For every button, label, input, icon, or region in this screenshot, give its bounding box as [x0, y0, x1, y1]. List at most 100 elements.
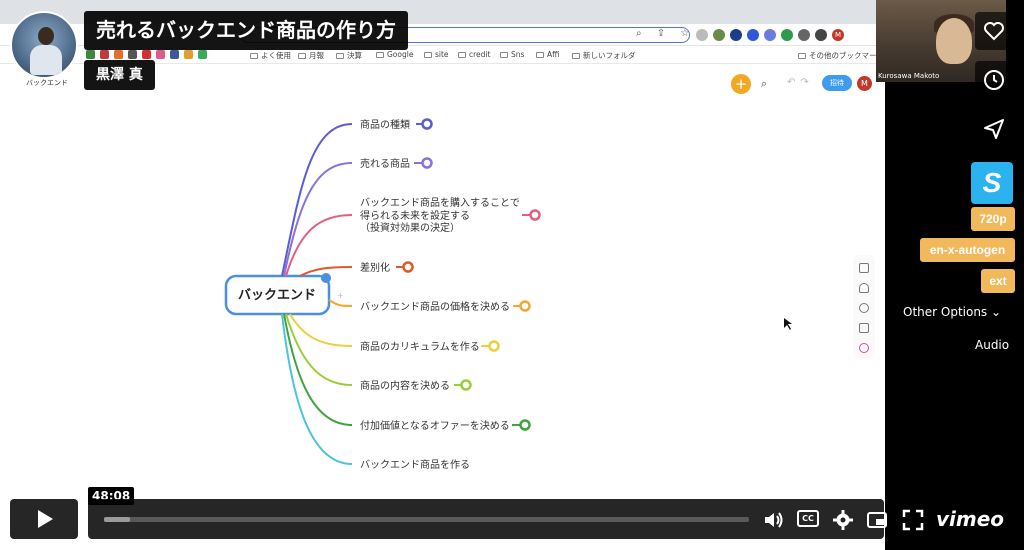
- branch-line: [289, 313, 353, 347]
- bookmark-folder: Affi: [536, 50, 559, 59]
- bookmark-folder: credit: [458, 50, 490, 59]
- extension-icon: [781, 29, 793, 41]
- root-node-label: バックエンド: [238, 288, 316, 303]
- bookmark-folder: Sns: [500, 50, 524, 59]
- user-avatar: M: [857, 76, 872, 91]
- bookmark-icon: [114, 50, 123, 59]
- branch-node-label: 得られる未来を設定する: [360, 209, 470, 222]
- branch-line: [283, 313, 353, 426]
- other-options-toggle[interactable]: Other Options ⌄: [903, 305, 1001, 319]
- theme-icon: [859, 343, 869, 353]
- bookmark-icon: [156, 50, 165, 59]
- ext-chip[interactable]: ext: [981, 269, 1015, 293]
- picture-in-picture-icon[interactable]: [866, 509, 888, 531]
- presenter-avatar: [10, 11, 78, 79]
- branch-line: [281, 313, 353, 465]
- layout-icon: [859, 263, 869, 273]
- bookmark-icon: [86, 50, 95, 59]
- chevron-down-icon: ⌄: [991, 305, 1002, 319]
- extension-icon: [747, 29, 759, 41]
- video-author[interactable]: 黒澤 真: [84, 60, 155, 90]
- audio-option[interactable]: Audio: [975, 338, 1010, 352]
- expand-dot: [488, 340, 500, 352]
- bookmark-folder: よく使用: [250, 50, 291, 61]
- s-extension-button[interactable]: S: [971, 162, 1013, 204]
- bookmark-folder: 月報: [298, 50, 324, 61]
- add-node-button: +: [731, 74, 751, 94]
- extension-icon: [696, 29, 708, 41]
- extension-icon: [815, 29, 827, 41]
- bookmarks-bar: よく使用 月報 決算 Google site credit Sns Affi 新…: [0, 46, 885, 64]
- branch-node-label: 付加価値となるオファーを決める: [360, 419, 510, 432]
- bookmark-icon: [184, 50, 193, 59]
- avatar-head: [38, 27, 54, 45]
- heart-icon: [984, 22, 1004, 41]
- share-button[interactable]: [975, 110, 1013, 148]
- send-icon: [984, 119, 1004, 139]
- like-button[interactable]: [975, 12, 1013, 50]
- progress-area: CC: [88, 499, 887, 539]
- progress-bar[interactable]: [104, 517, 749, 522]
- player-controls: CC vimeo: [0, 499, 1024, 539]
- branch-line: [328, 299, 353, 307]
- collapse-handle: [321, 273, 331, 283]
- emoji-icon: [859, 303, 869, 313]
- search-icon: ⌕: [761, 77, 768, 90]
- root-node-box: [224, 274, 331, 316]
- gear-icon[interactable]: [832, 509, 854, 531]
- expand-dot: [529, 209, 541, 221]
- branch-line: [285, 214, 353, 277]
- expand-dot: [421, 157, 433, 169]
- extension-icon: [798, 29, 810, 41]
- branch-node-label: 商品のカリキュラムを作る: [360, 340, 480, 353]
- bookmark-icon: [128, 50, 137, 59]
- watch-later-button[interactable]: [975, 61, 1013, 99]
- browser-profile-avatar: M: [832, 29, 844, 41]
- extension-icons: M: [696, 29, 844, 41]
- bookmark-folder: site: [424, 50, 449, 59]
- captions-chip[interactable]: en-x-autogen: [920, 238, 1015, 262]
- webcam-label: Kurosawa Makoto: [878, 72, 940, 80]
- branch-line: [283, 162, 353, 277]
- bookmark-icon: [100, 50, 109, 59]
- closed-captions-button[interactable]: CC: [797, 510, 819, 527]
- branch-node-label: バックエンド商品の価格を決める: [360, 300, 510, 313]
- omnibox-icons: ⌕ ⇪ ☆: [636, 28, 696, 39]
- invite-button: 招待: [822, 75, 852, 91]
- branch-node-label: 商品の種類: [360, 118, 410, 131]
- branch-node-label: 商品の内容を決める: [360, 379, 450, 392]
- mindmap-canvas: バックエンド + 商品の種類 売れる商品 バックエンド商品を購入することで 得ら…: [224, 118, 792, 471]
- branch-node-label: バックエンド商品を購入することで: [360, 196, 520, 209]
- play-icon: [38, 510, 53, 528]
- branch-node-label: （投資対効果の決定）: [360, 221, 460, 234]
- branch-line: [285, 313, 353, 386]
- fullscreen-icon[interactable]: [902, 509, 924, 531]
- extension-icon: [713, 29, 725, 41]
- avatar-body: [30, 45, 62, 75]
- play-button[interactable]: [10, 499, 78, 539]
- branch-line: [281, 123, 353, 277]
- mindmap-side-tools: [853, 255, 875, 359]
- webcam-face: [936, 18, 972, 64]
- bookmark-icon: [198, 50, 207, 59]
- branch-node-label: 差別化: [360, 261, 390, 274]
- expand-dot: [519, 419, 531, 431]
- mouse-cursor-icon: [784, 318, 792, 330]
- clock-icon: [984, 70, 1004, 90]
- vimeo-logo[interactable]: vimeo: [936, 507, 1005, 531]
- video-title[interactable]: 売れるバックエンド商品の作り方: [84, 11, 408, 50]
- fullscreen-icon: [859, 323, 869, 333]
- bookmark-folder: Google: [376, 50, 413, 59]
- branch-node-label: 売れる商品: [360, 157, 410, 170]
- extension-icon: [764, 29, 776, 41]
- undo-redo-icons: ↶↷: [787, 77, 814, 88]
- add-child-icon: +: [337, 291, 344, 300]
- volume-icon[interactable]: [762, 509, 784, 531]
- bookmark-icon: [170, 50, 179, 59]
- quality-chip[interactable]: 720p: [971, 207, 1015, 231]
- branch-line: [299, 266, 353, 277]
- other-options-label: Other Options: [903, 305, 988, 319]
- extension-icon: [730, 29, 742, 41]
- video-frame[interactable]: ⌕ ⇪ ☆ M: [0, 0, 885, 550]
